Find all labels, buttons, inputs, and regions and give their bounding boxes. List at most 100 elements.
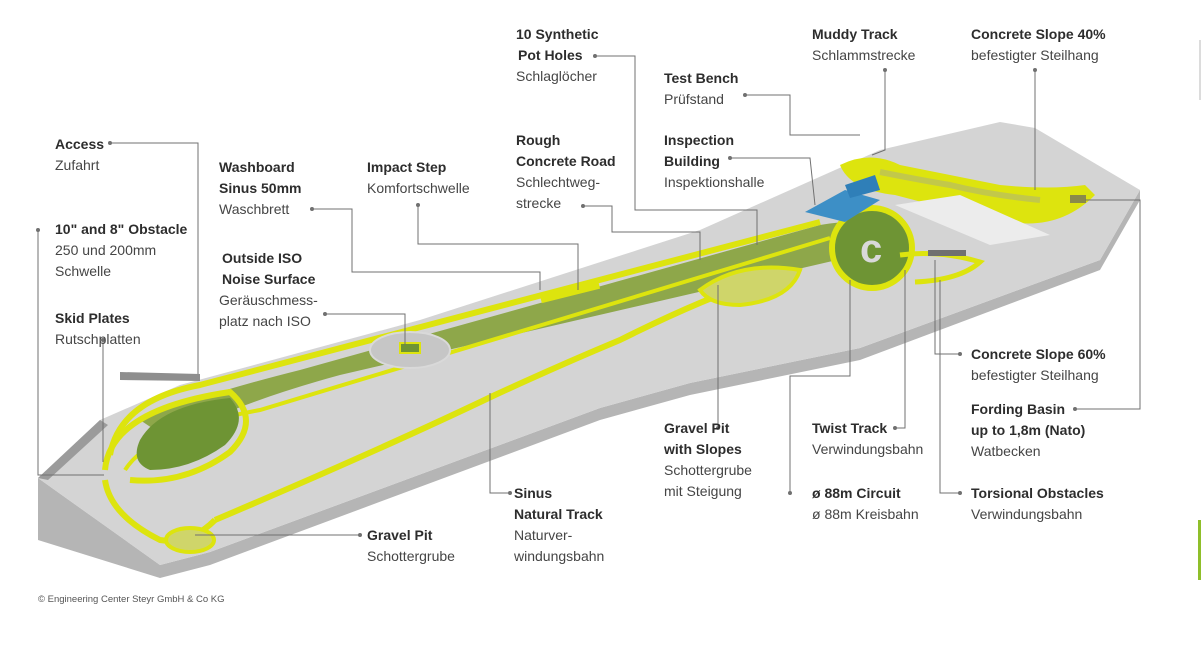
concrete-slope-60-shape <box>928 250 966 256</box>
label-subtitle: Inspektionshalle <box>664 174 765 190</box>
label-title: Impact Step <box>367 159 447 175</box>
label-subtitle: Schlaglöcher <box>516 68 597 84</box>
sinus-natural-track <box>213 277 761 523</box>
label-title: Fording Basin <box>971 401 1066 417</box>
copyright-notice: © Engineering Center Steyr GmbH & Co KG <box>38 594 225 605</box>
edge-divider <box>1199 40 1201 100</box>
leader-sinus-natural-track <box>489 393 510 494</box>
label-outside-iso: Outside ISO Noise Surface Geräuschmess- … <box>219 248 318 332</box>
twist-track-shape <box>899 251 985 285</box>
label-torsional-obstacles: Torsional Obstacles Verwindungsbahn <box>971 483 1104 525</box>
label-title: Pot Holes <box>518 47 583 63</box>
label-title: 10" and 8" Obstacle <box>55 221 188 237</box>
label-title: Outside ISO <box>222 250 303 266</box>
label-gravel-pit: Gravel Pit Schottergrube <box>367 525 455 567</box>
label-title: Twist Track <box>812 420 888 436</box>
label-title: Inspection <box>664 132 735 148</box>
leader-dots <box>36 54 1077 537</box>
label-subtitle: 250 und 200mm <box>55 242 157 258</box>
label-subtitle: Schottergrube <box>664 462 752 478</box>
label-gravel-pit-slopes: Gravel Pit with Slopes Schottergrube mit… <box>664 418 752 502</box>
label-title: Washboard <box>219 159 295 175</box>
label-concrete-slope-60: Concrete Slope 60% befestigter Steilhang <box>971 344 1106 386</box>
leader-synthetic-pot-holes <box>595 55 758 245</box>
label-title: Muddy Track <box>812 26 898 42</box>
label-subtitle: ø 88m Kreisbahn <box>812 506 919 522</box>
label-title: Sinus 50mm <box>219 180 302 196</box>
iso-noise-marker <box>399 342 421 354</box>
leader-muddy-track <box>871 70 886 156</box>
leader-washboard <box>312 208 541 290</box>
circuit-88m-shape <box>829 205 915 291</box>
leader-lines <box>37 55 1141 536</box>
circuit-c-mark: c <box>860 227 882 271</box>
label-subtitle: Naturver- <box>514 527 573 543</box>
leader-inspection-building <box>730 157 816 206</box>
leader-obstacle <box>37 230 104 476</box>
label-subtitle: Watbecken <box>971 443 1041 459</box>
label-subtitle: Verwindungsbahn <box>812 441 924 457</box>
label-subtitle: windungsbahn <box>514 548 605 564</box>
label-title: with Slopes <box>664 441 742 457</box>
slab-left-edge <box>38 420 108 480</box>
leader-circuit-88m <box>789 280 851 493</box>
left-loop-infield <box>136 398 239 470</box>
test-bench-shape <box>845 175 880 198</box>
label-obstacle: 10" and 8" Obstacle 250 und 200mm Schwel… <box>55 219 187 282</box>
washboard-pad <box>539 280 601 304</box>
label-subtitle: strecke <box>516 195 562 211</box>
left-loop-track <box>102 388 249 484</box>
label-title: Torsional Obstacles <box>971 485 1104 501</box>
label-title: Concrete Slope 60% <box>971 346 1106 362</box>
label-muddy-track: Muddy Track Schlammstrecke <box>812 24 915 66</box>
label-washboard: Washboard Sinus 50mm Waschbrett <box>219 157 301 220</box>
label-title: Concrete Slope 40% <box>971 26 1106 42</box>
label-inspection-building: Inspection Building Inspektionshalle <box>664 130 764 193</box>
label-subtitle: platz nach ISO <box>219 313 311 329</box>
label-subtitle: Schottergrube <box>367 548 455 564</box>
label-synthetic-pot-holes: 10 Synthetic Pot Holes Schlaglöcher <box>516 24 598 87</box>
label-subtitle: befestigter Steilhang <box>971 367 1099 383</box>
label-twist-track: Twist Track Verwindungsbahn <box>812 418 923 460</box>
label-subtitle: Komfortschwelle <box>367 180 470 196</box>
edge-accent <box>1198 520 1201 580</box>
label-access: Access Zufahrt <box>55 134 104 176</box>
label-concrete-slope-40: Concrete Slope 40% befestigter Steilhang <box>971 24 1106 66</box>
label-title: Gravel Pit <box>664 420 730 436</box>
label-skid-plates: Skid Plates Rutschplatten <box>55 308 141 350</box>
label-subtitle: Waschbrett <box>219 201 290 217</box>
label-fording-basin: Fording Basin up to 1,8m (Nato) Watbecke… <box>971 399 1085 462</box>
leader-concrete-slope-60 <box>934 260 960 355</box>
leader-fording-basin <box>1075 199 1141 410</box>
label-title: Noise Surface <box>222 271 316 287</box>
access-road <box>120 372 200 381</box>
inspection-building-shape <box>805 190 880 222</box>
label-circuit-88m: ø 88m Circuit ø 88m Kreisbahn <box>812 483 919 525</box>
label-impact-step: Impact Step Komfortschwelle <box>367 157 470 199</box>
label-subtitle: Prüfstand <box>664 91 724 107</box>
label-subtitle: Geräuschmess- <box>219 292 318 308</box>
label-title: up to 1,8m (Nato) <box>971 422 1086 438</box>
label-title: Concrete Road <box>516 153 616 169</box>
label-title: Gravel Pit <box>367 527 433 543</box>
gravel-pit-slopes-shape <box>697 265 803 308</box>
label-title: Skid Plates <box>55 310 130 326</box>
label-sinus-natural-track: Sinus Natural Track Naturver- windungsba… <box>514 483 604 567</box>
label-subtitle: Verwindungsbahn <box>971 506 1083 522</box>
leader-outside-iso <box>325 313 406 345</box>
leader-twist-track <box>895 270 906 429</box>
label-title: Access <box>55 136 105 152</box>
label-title: Sinus <box>514 485 553 501</box>
label-subtitle: Schlechtweg- <box>516 174 601 190</box>
label-subtitle: Rutschplatten <box>55 331 141 347</box>
label-title: Building <box>664 153 720 169</box>
label-title: Rough <box>516 132 561 148</box>
label-subtitle: befestigter Steilhang <box>971 47 1099 63</box>
leader-impact-step <box>417 205 579 290</box>
leader-test-bench <box>745 94 860 136</box>
label-title: Test Bench <box>664 70 739 86</box>
leader-access <box>110 142 199 374</box>
label-title: Natural Track <box>514 506 603 522</box>
label-title: 10 Synthetic <box>516 26 599 42</box>
